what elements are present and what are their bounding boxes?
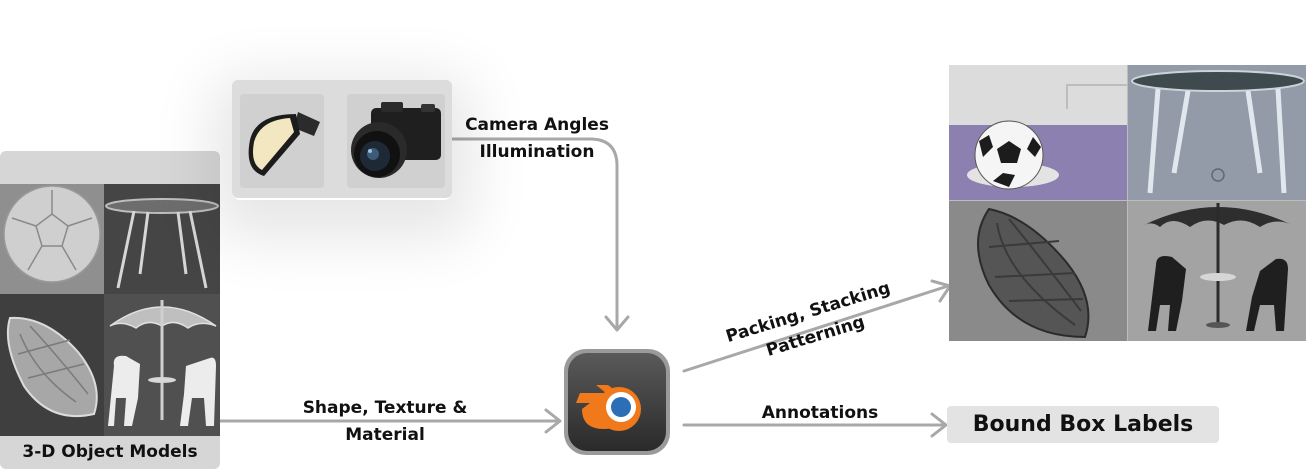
illumination-text: Illumination <box>479 142 595 162</box>
render-soccer-ball <box>949 65 1127 200</box>
arrowhead-labels <box>930 412 948 438</box>
studio-light-tile <box>240 94 324 188</box>
annotations-label: Annotations <box>761 403 879 423</box>
render-boat <box>949 201 1127 341</box>
camera-angles-text: Camera Angles <box>465 115 609 135</box>
camera-icon <box>351 102 441 178</box>
shape-texture-text: Shape, Texture & <box>302 398 468 418</box>
bound-box-labels-text: Bound Box Labels <box>972 412 1194 437</box>
render-table <box>1128 65 1306 200</box>
umbrella-chairs-model <box>104 294 220 436</box>
arrowhead-results <box>930 279 952 303</box>
rendered-results-grid <box>949 65 1306 341</box>
blender-logo-icon <box>576 385 641 431</box>
camera-tile <box>347 94 445 188</box>
arrowhead-camera <box>604 315 630 332</box>
object-models-panel: 3-D Object Models <box>0 151 220 469</box>
camera-illumination-label: Camera Angles Illumination <box>452 112 622 166</box>
blender-app-icon <box>562 347 672 457</box>
table-model <box>104 184 220 294</box>
arrow-camera-to-blender <box>450 137 619 330</box>
material-text: Material <box>345 425 425 445</box>
object-models-title: 3-D Object Models <box>22 442 198 462</box>
packing-stacking-label: Packing, Stacking Patterning <box>709 272 915 378</box>
arrowhead-models <box>544 408 562 434</box>
bound-box-labels-box: Bound Box Labels <box>947 406 1219 443</box>
shape-texture-material-label: Shape, Texture & Material <box>290 395 480 449</box>
object-models-grid <box>0 184 220 436</box>
render-umbrella-chairs <box>1128 201 1306 341</box>
camera-lighting-panel <box>232 80 452 198</box>
studio-light-icon <box>294 112 320 136</box>
soccer-ball-model <box>0 184 104 294</box>
boat-model <box>0 294 104 436</box>
